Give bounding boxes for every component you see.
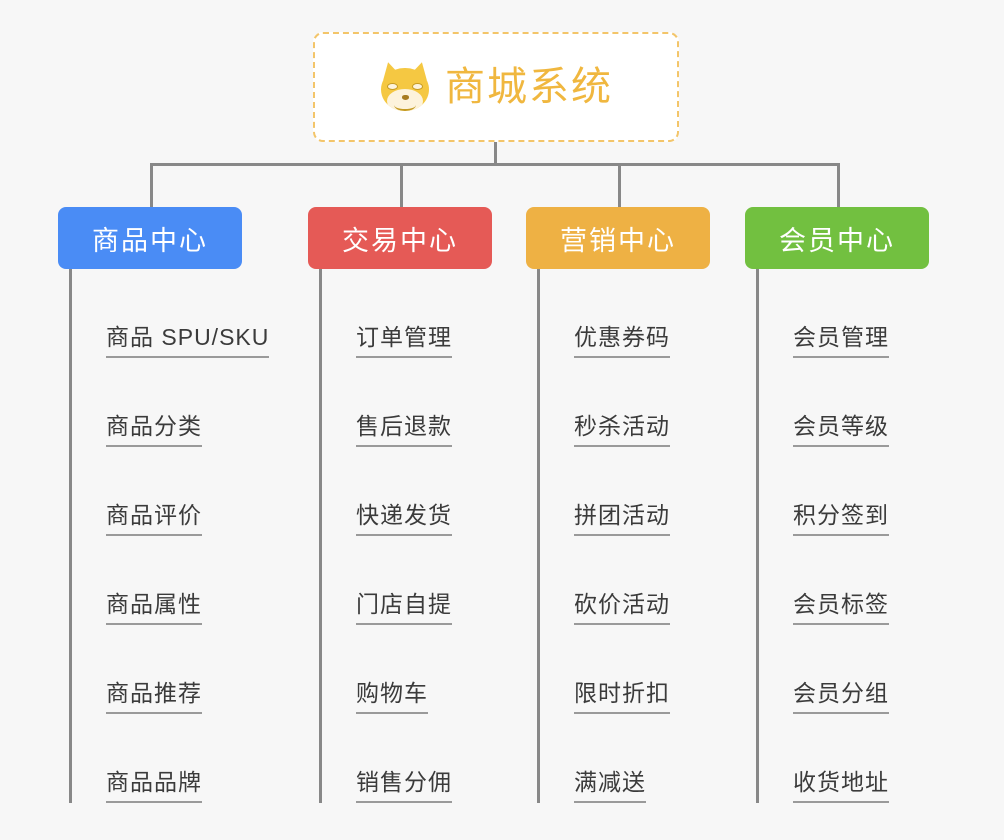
- leaf-label: 会员管理: [793, 324, 889, 358]
- leaf-label: 商品 SPU/SKU: [106, 324, 270, 358]
- list-item[interactable]: 砍价活动: [540, 536, 710, 625]
- leaf-label: 商品推荐: [106, 680, 202, 714]
- leaf-label: 售后退款: [356, 413, 452, 447]
- list-item[interactable]: 满减送: [540, 714, 710, 803]
- leaf-label: 会员标签: [793, 591, 889, 625]
- leaf-label: 门店自提: [356, 591, 452, 625]
- leaf-label: 商品品牌: [106, 769, 202, 803]
- connector-drop-member-center: [837, 163, 840, 207]
- category-title: 交易中心: [342, 225, 458, 256]
- category-title: 营销中心: [560, 225, 676, 256]
- list-item[interactable]: 售后退款: [322, 358, 492, 447]
- list-item[interactable]: 积分签到: [759, 447, 929, 536]
- list-item[interactable]: 门店自提: [322, 536, 492, 625]
- category-header-member-center[interactable]: 会员中心: [745, 207, 929, 269]
- category-header-marketing-center[interactable]: 营销中心: [526, 207, 710, 269]
- leaf-label: 购物车: [356, 680, 428, 714]
- connector-drop-product-center: [150, 163, 153, 207]
- root-node-shop-system[interactable]: 商城系统: [313, 32, 679, 142]
- branch-member-center: 会员中心 会员管理 会员等级 积分签到 会员标签 会员分组 收货地址: [745, 207, 929, 803]
- list-item[interactable]: 会员管理: [759, 269, 929, 358]
- leaf-label: 砍价活动: [574, 591, 670, 625]
- connector-drop-trade-center: [400, 163, 403, 207]
- shiba-dog-face-icon: [379, 60, 431, 112]
- leaf-label: 会员分组: [793, 680, 889, 714]
- branch-product-center: 商品中心 商品 SPU/SKU 商品分类 商品评价 商品属性 商品推荐 商品品牌: [58, 207, 270, 803]
- leaf-label: 积分签到: [793, 502, 889, 536]
- root-node-title: 商城系统: [445, 65, 613, 109]
- category-header-product-center[interactable]: 商品中心: [58, 207, 242, 269]
- list-item[interactable]: 限时折扣: [540, 625, 710, 714]
- list-item[interactable]: 优惠券码: [540, 269, 710, 358]
- leaf-label: 秒杀活动: [574, 413, 670, 447]
- leaf-label: 限时折扣: [574, 680, 670, 714]
- category-header-trade-center[interactable]: 交易中心: [308, 207, 492, 269]
- leaf-label: 订单管理: [356, 324, 452, 358]
- leaf-label: 拼团活动: [574, 502, 670, 536]
- leaf-label: 会员等级: [793, 413, 889, 447]
- list-item[interactable]: 销售分佣: [322, 714, 492, 803]
- leaf-label: 销售分佣: [356, 769, 452, 803]
- leaf-label: 商品属性: [106, 591, 202, 625]
- leaf-list-trade-center: 订单管理 售后退款 快递发货 门店自提 购物车 销售分佣: [319, 269, 492, 803]
- list-item[interactable]: 商品属性: [72, 536, 242, 625]
- list-item[interactable]: 商品分类: [72, 358, 242, 447]
- leaf-list-product-center: 商品 SPU/SKU 商品分类 商品评价 商品属性 商品推荐 商品品牌: [69, 269, 270, 803]
- list-item[interactable]: 收货地址: [759, 714, 929, 803]
- leaf-label: 优惠券码: [574, 324, 670, 358]
- connector-horizontal-bar: [150, 163, 840, 166]
- leaf-label: 收货地址: [793, 769, 889, 803]
- connector-drop-marketing-center: [618, 163, 621, 207]
- list-item[interactable]: 商品品牌: [72, 714, 242, 803]
- leaf-label: 商品评价: [106, 502, 202, 536]
- branch-marketing-center: 营销中心 优惠券码 秒杀活动 拼团活动 砍价活动 限时折扣 满减送: [526, 207, 710, 803]
- list-item[interactable]: 会员标签: [759, 536, 929, 625]
- leaf-label: 满减送: [574, 769, 646, 803]
- category-title: 会员中心: [779, 225, 895, 256]
- list-item[interactable]: 商品评价: [72, 447, 242, 536]
- list-item[interactable]: 拼团活动: [540, 447, 710, 536]
- list-item[interactable]: 会员分组: [759, 625, 929, 714]
- list-item[interactable]: 秒杀活动: [540, 358, 710, 447]
- branch-trade-center: 交易中心 订单管理 售后退款 快递发货 门店自提 购物车 销售分佣: [308, 207, 492, 803]
- leaf-label: 商品分类: [106, 413, 202, 447]
- leaf-list-marketing-center: 优惠券码 秒杀活动 拼团活动 砍价活动 限时折扣 满减送: [537, 269, 710, 803]
- list-item[interactable]: 订单管理: [322, 269, 492, 358]
- leaf-list-member-center: 会员管理 会员等级 积分签到 会员标签 会员分组 收货地址: [756, 269, 929, 803]
- list-item[interactable]: 商品 SPU/SKU: [72, 269, 270, 358]
- list-item[interactable]: 会员等级: [759, 358, 929, 447]
- category-title: 商品中心: [92, 225, 208, 256]
- list-item[interactable]: 购物车: [322, 625, 492, 714]
- list-item[interactable]: 快递发货: [322, 447, 492, 536]
- list-item[interactable]: 商品推荐: [72, 625, 242, 714]
- connector-root-stem: [494, 142, 497, 165]
- leaf-label: 快递发货: [356, 502, 452, 536]
